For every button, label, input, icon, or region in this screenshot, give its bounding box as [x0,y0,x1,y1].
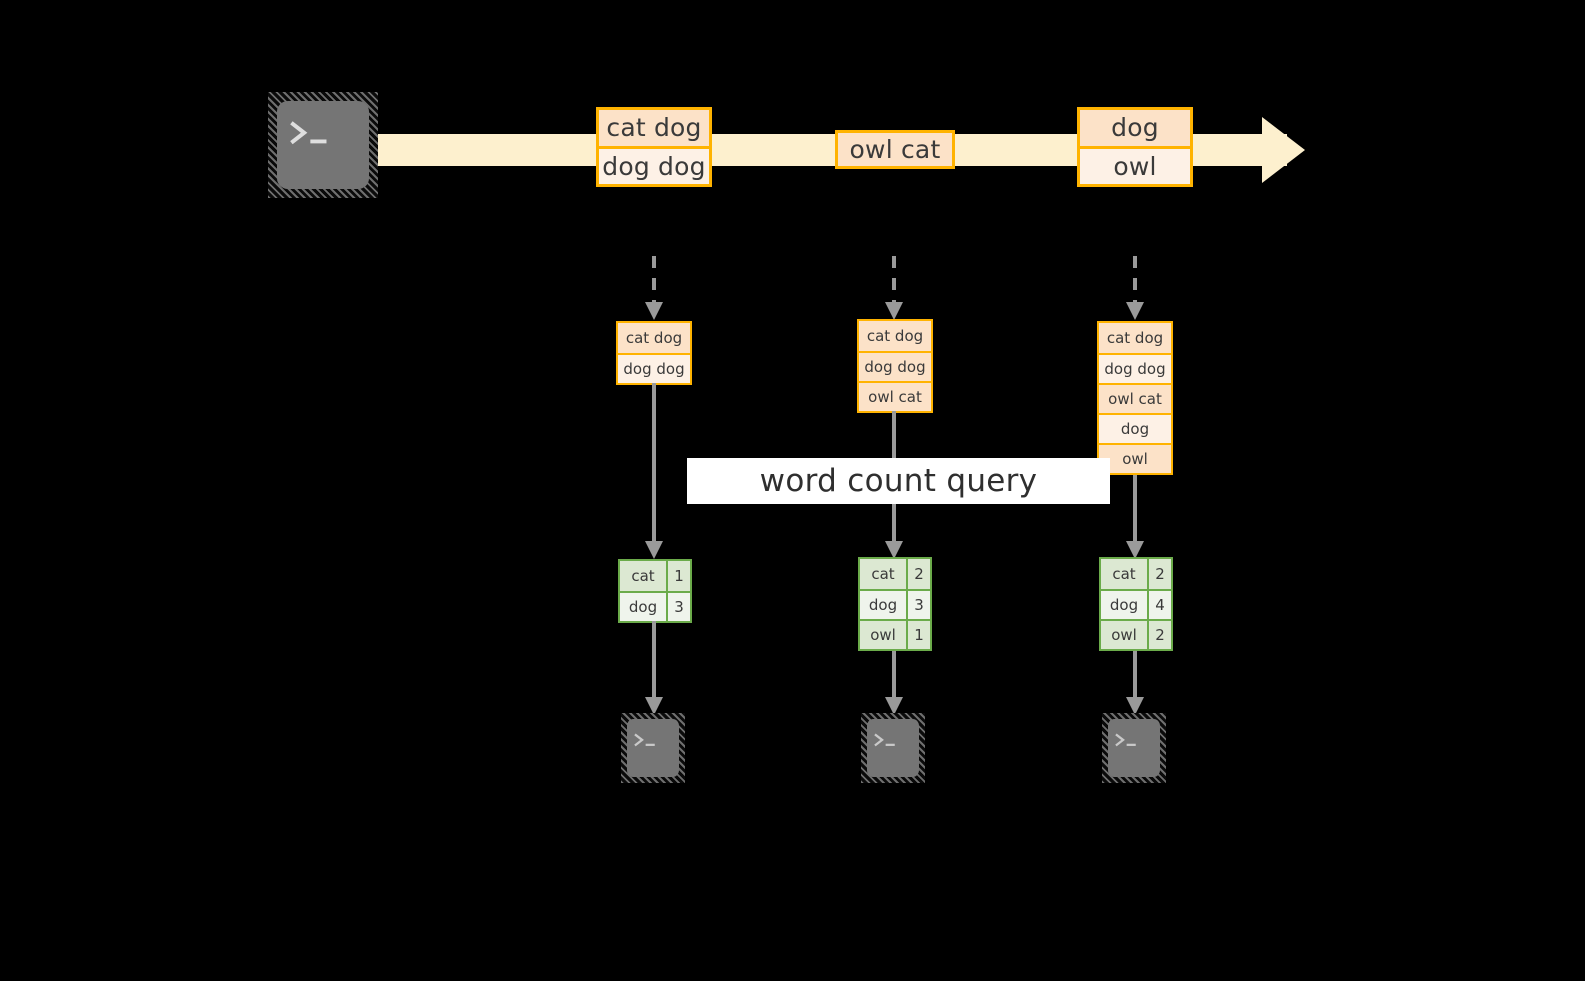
result-count: 1 [906,621,930,649]
connector-shaft [652,383,656,541]
snapshot-1-input-row: cat dog [618,323,690,353]
sink-terminal-body [1108,719,1160,777]
snapshot-3-input-row: owl cat [1099,383,1171,413]
snapshot-2-result-table: cat 2 dog 3 owl 1 [858,557,932,651]
stream-event-3: dog owl [1077,107,1193,187]
table-row: dog 3 [860,589,930,619]
connector-arrowhead [1126,697,1144,715]
sink-terminal-body [627,719,679,777]
terminal-prompt-glyph [634,733,655,747]
result-word: cat [1112,564,1136,583]
stream-event-1: cat dog dog dog [596,107,712,187]
result-count: 4 [1147,591,1171,619]
connector-arrowhead [885,302,903,320]
stream-event-2: owl cat [835,130,955,169]
snapshot-1-input-table: cat dog dog dog [616,321,692,385]
result-word: owl [1111,625,1137,644]
connector-shaft [1133,651,1137,697]
connector-state-1-to-result-1 [645,383,663,559]
result-count: 2 [1147,559,1171,589]
connector-shaft [892,651,896,697]
connector-stream-to-state-3 [1126,256,1144,320]
snapshot-3-input-row: cat dog [1099,323,1171,353]
result-word: dog [868,595,898,614]
snapshot-2-input-row: owl cat [859,381,931,411]
sink-terminal-icon-3[interactable] [1102,713,1166,783]
event-stream-arrowhead [1262,117,1305,183]
connector-arrowhead [645,541,663,559]
result-count: 2 [906,559,930,589]
connector-stream-to-state-2 [885,256,903,320]
result-word: dog [628,597,658,616]
result-word: cat [871,564,895,583]
stream-event-3-line-2: owl [1080,145,1190,184]
snapshot-1-input-row: dog dog [618,353,690,383]
snapshot-2-input-table: cat dog dog dog owl cat [857,319,933,413]
connector-arrowhead [885,697,903,715]
sink-terminal-body [867,719,919,777]
stream-event-2-line-1: owl cat [838,133,952,166]
result-count: 2 [1147,621,1171,649]
table-row: cat 2 [1101,559,1171,589]
source-terminal-icon[interactable] [268,92,378,198]
table-row: owl 2 [1101,619,1171,649]
table-row: cat 2 [860,559,930,589]
snapshot-3-input-row: dog dog [1099,353,1171,383]
snapshot-3-result-table: cat 2 dog 4 owl 2 [1099,557,1173,651]
connector-arrowhead [1126,302,1144,320]
result-word: owl [870,625,896,644]
stream-event-3-line-1: dog [1080,110,1190,146]
word-count-query-label: word count query [759,462,1038,499]
connector-result-1-to-sink-1 [645,621,663,715]
table-row: dog 3 [620,591,690,621]
result-count: 3 [906,591,930,619]
word-count-query-banner: word count query [687,458,1110,504]
terminal-prompt-glyph [874,733,895,747]
connector-state-3-to-result-3 [1126,475,1144,559]
connector-result-3-to-sink-3 [1126,651,1144,715]
sink-terminal-icon-2[interactable] [861,713,925,783]
snapshot-2-input-row: cat dog [859,321,931,351]
connector-shaft [652,256,656,302]
stream-event-1-line-1: cat dog [599,110,709,146]
result-word: cat [631,566,655,585]
connector-shaft [892,256,896,302]
result-count: 3 [666,593,690,621]
connector-result-2-to-sink-2 [885,651,903,715]
connector-shaft [652,621,656,697]
snapshot-3-input-row: owl [1099,443,1171,473]
connector-arrowhead [645,697,663,715]
table-row: dog 4 [1101,589,1171,619]
stream-event-1-line-2: dog dog [599,145,709,184]
snapshot-1-result-table: cat 1 dog 3 [618,559,692,623]
source-terminal-body [277,101,369,189]
connector-arrowhead [645,302,663,320]
connector-shaft [1133,256,1137,302]
snapshot-2-input-row: dog dog [859,351,931,381]
connector-arrowhead [1126,541,1144,559]
connector-stream-to-state-1 [645,256,663,320]
sink-terminal-icon-1[interactable] [621,713,685,783]
table-row: cat 1 [620,561,690,591]
table-row: owl 1 [860,619,930,649]
connector-arrowhead [885,541,903,559]
connector-shaft [1133,475,1137,541]
result-count: 1 [666,561,690,591]
snapshot-3-input-row: dog [1099,413,1171,443]
result-word: dog [1109,595,1139,614]
terminal-prompt-glyph [1115,733,1136,747]
snapshot-3-input-table: cat dog dog dog owl cat dog owl [1097,321,1173,475]
terminal-prompt-glyph [290,121,327,145]
